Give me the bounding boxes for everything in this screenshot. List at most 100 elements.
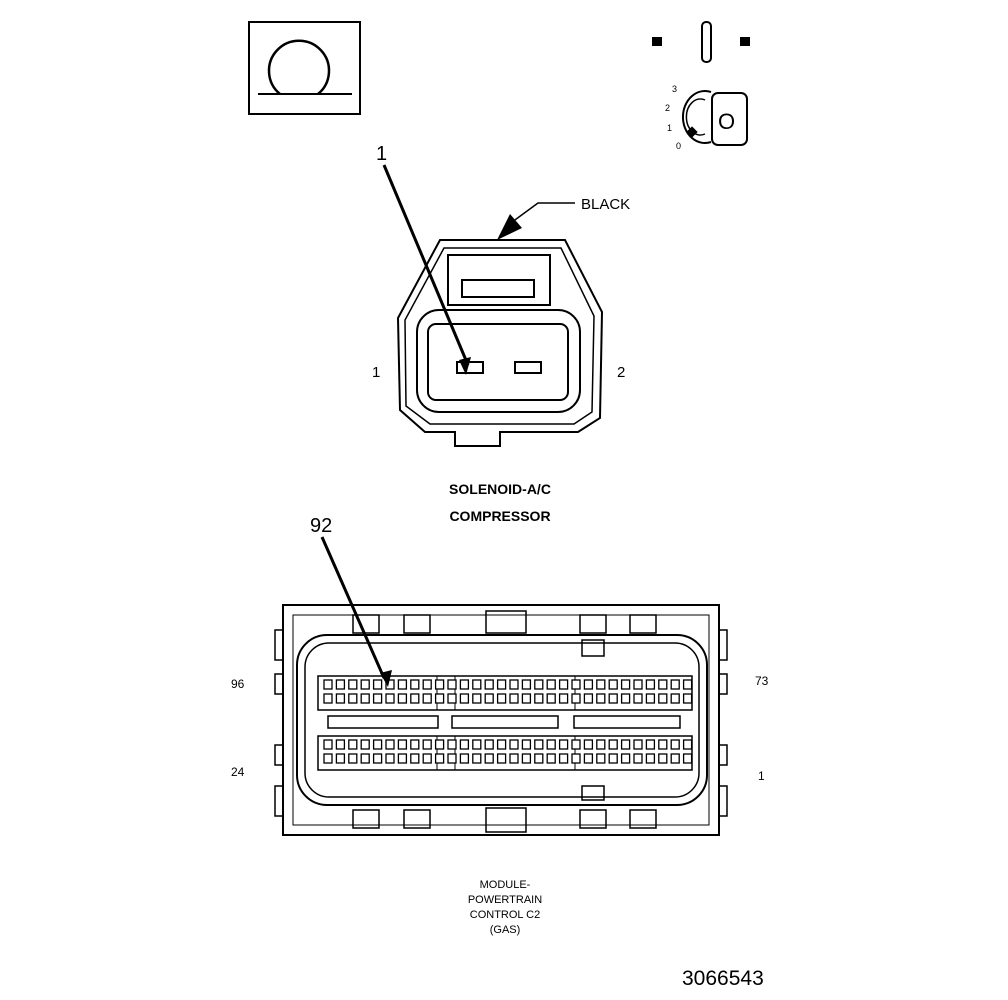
pcm-pin-cavity [410, 753, 420, 764]
pcm-pin-cavity [509, 693, 519, 704]
pcm-pin-cavity [658, 739, 668, 750]
pcm-pin-cavity [521, 693, 532, 704]
pcm-title-line-3: CONTROL C2 [470, 909, 541, 921]
pcm-pin-cavity [472, 739, 482, 750]
pcm-pin-cavity [348, 753, 358, 764]
pcm-pin-1-label: 1 [758, 769, 765, 783]
pcm-pin-cavity [633, 693, 643, 704]
pcm-pin-96-label: 96 [231, 677, 245, 691]
pcm-pin-cavity [608, 739, 618, 750]
ignition-pos-3: 3 [672, 84, 677, 94]
pcm-pin-cavity [434, 693, 445, 704]
ignition-key-label: O [718, 109, 735, 134]
pcm-pin-cavity [385, 679, 395, 690]
pcm-pin-cavity [509, 739, 519, 750]
figure-id: 3066543 [682, 967, 764, 990]
pcm-pin-cavity [608, 693, 618, 704]
pcm-pin-cavity [459, 753, 470, 764]
pcm-callout-pin: 92 [310, 515, 332, 537]
pcm-pin-cavity [484, 693, 494, 704]
pcm-pin-cavity [645, 753, 656, 764]
pcm-pin-cavity [670, 739, 680, 750]
pcm-pin-73-label: 73 [755, 674, 769, 688]
pcm-pin-cavity [620, 739, 631, 750]
pcm-pin-cavity [410, 679, 420, 690]
pcm-pin-cavity [434, 739, 445, 750]
pcm-pin-cavity [410, 693, 420, 704]
ignition-pos-0: 0 [676, 141, 681, 151]
pcm-pin-cavity [620, 753, 631, 764]
pcm-pin-cavity [372, 753, 383, 764]
pcm-pin-cavity [484, 739, 494, 750]
pcm-pin-cavity [434, 753, 445, 764]
pcm-connector [274, 536, 728, 836]
pcm-pin-cavity [546, 679, 556, 690]
pcm-pin-cavity [682, 679, 693, 690]
pcm-pin-cavity [596, 753, 606, 764]
pcm-pin-cavity [583, 753, 594, 764]
pcm-pin-cavity [571, 739, 581, 750]
pcm-pin-cavity [620, 693, 631, 704]
solenoid-pin-2-label: 2 [617, 364, 625, 381]
solenoid-callout-pin: 1 [376, 143, 387, 165]
pcm-pin-cavity [422, 753, 432, 764]
pcm-pin-cavity [670, 693, 680, 704]
pcm-pin-cavity [658, 753, 668, 764]
pcm-pin-cavity [472, 693, 482, 704]
pcm-pin-cavity [658, 679, 668, 690]
pcm-pin-cavity [459, 679, 470, 690]
pcm-pin-cavity [335, 679, 346, 690]
ohm-ground-icon [248, 21, 361, 115]
pcm-pin-cavity [521, 679, 532, 690]
pcm-pin-cavity [397, 739, 408, 750]
pcm-pin-cavity [496, 739, 507, 750]
pcm-pin-cavity [633, 739, 643, 750]
pcm-pin-cavity [360, 679, 370, 690]
pcm-pin-cavity [323, 679, 333, 690]
pcm-pin-cavity [372, 693, 383, 704]
pcm-pin-cavity [583, 693, 594, 704]
pcm-pin-cavity [583, 679, 594, 690]
pcm-pin-cavity [633, 753, 643, 764]
pcm-pin-cavity [397, 693, 408, 704]
pcm-pin-cavity [670, 753, 680, 764]
ignition-pos-1: 1 [667, 123, 672, 133]
pcm-pin-cavity [546, 739, 556, 750]
pcm-pin-cavity [348, 679, 358, 690]
pcm-pin-cavity [633, 679, 643, 690]
pcm-pin-cavity [596, 693, 606, 704]
pcm-pin-cavity [496, 693, 507, 704]
pcm-pin-cavity [335, 753, 346, 764]
pcm-pin-cavity [546, 753, 556, 764]
pcm-pin-cavity [422, 693, 432, 704]
pcm-pin-cavity [422, 679, 432, 690]
solenoid-title-line-2: COMPRESSOR [449, 508, 550, 524]
solenoid-color-label: BLACK [581, 196, 630, 213]
pcm-pin-cavity [509, 753, 519, 764]
solenoid-title-line-1: SOLENOID-A/C [449, 481, 551, 497]
pcm-pin-cavity [645, 679, 656, 690]
pcm-pin-cavity [620, 679, 631, 690]
pcm-pin-cavity [534, 753, 544, 764]
pcm-pin-cavity [348, 693, 358, 704]
pcm-pin-cavity [348, 739, 358, 750]
pcm-pin-cavity [472, 753, 482, 764]
pcm-pin-cavity [335, 739, 346, 750]
pcm-pin-cavity [434, 679, 445, 690]
pcm-pin-cavity [447, 693, 457, 704]
pcm-pin-cavity [323, 693, 333, 704]
pcm-pin-cavity [571, 693, 581, 704]
pcm-pin-cavity [447, 753, 457, 764]
pcm-pin-cavity [596, 679, 606, 690]
pcm-pin-cavity [360, 693, 370, 704]
pcm-pin-cavity [521, 739, 532, 750]
pcm-pin-cavity [558, 679, 569, 690]
pcm-pin-cavity [397, 679, 408, 690]
pcm-pin-cavity [447, 739, 457, 750]
pcm-title-line-2: POWERTRAIN [468, 894, 542, 906]
pcm-title-line-4: (GAS) [490, 924, 521, 936]
pcm-pin-cavity [645, 739, 656, 750]
pcm-pin-cavity [422, 739, 432, 750]
pcm-pin-cavity [534, 739, 544, 750]
